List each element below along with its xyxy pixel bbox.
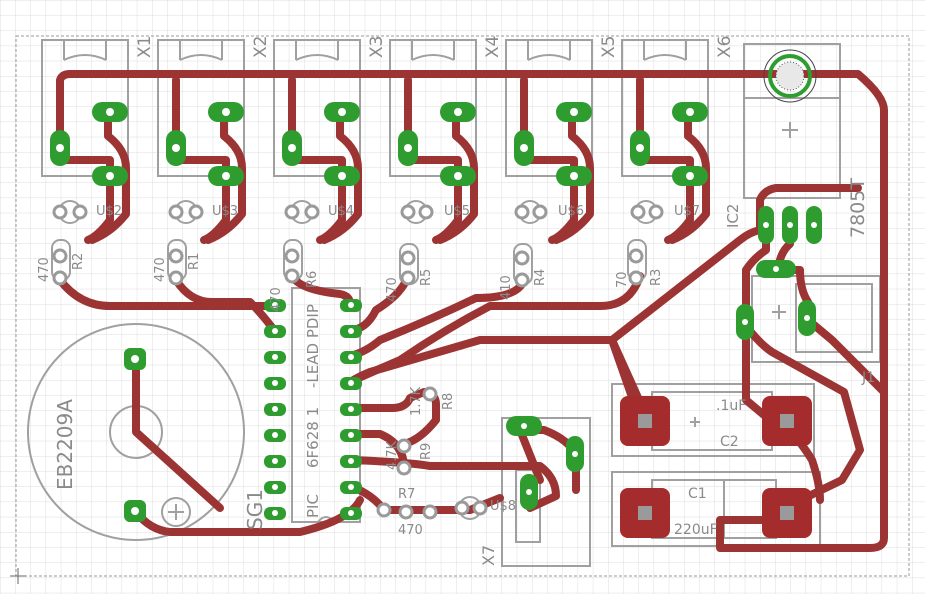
r9-value: 4.7K bbox=[385, 440, 400, 470]
mounting-hole bbox=[763, 49, 817, 103]
c2-name: C2 bbox=[720, 434, 739, 450]
c1-name: C1 bbox=[688, 486, 707, 502]
r7-value: 470 bbox=[398, 523, 423, 538]
r9-name: R9 bbox=[419, 443, 434, 460]
switch-outline bbox=[501, 417, 591, 567]
r7-name: R7 bbox=[398, 487, 415, 502]
label-led-u2: U$2 bbox=[96, 204, 122, 219]
buzzer-name: SG1 bbox=[243, 489, 267, 530]
origin-cross bbox=[10, 568, 26, 584]
drill-holes bbox=[56, 108, 817, 516]
label-x6: X6 bbox=[715, 36, 735, 58]
traces bbox=[56, 70, 888, 552]
ic-prefix: PIC bbox=[304, 494, 322, 518]
r5-value: 470 bbox=[385, 277, 400, 302]
label-led-u4: U$4 bbox=[328, 204, 354, 219]
ic-part: 6F628 1 bbox=[304, 407, 322, 468]
jack-label: J1 bbox=[861, 370, 875, 386]
label-led-u6: U$6 bbox=[558, 204, 584, 219]
label-led-u8: U$8 bbox=[490, 499, 516, 514]
r8-value: 1.7K bbox=[409, 386, 424, 416]
buzzer-outline bbox=[27, 323, 245, 541]
label-x3: X3 bbox=[367, 36, 387, 58]
regulator-ref: IC2 bbox=[724, 204, 742, 228]
r6-name: R6 bbox=[305, 271, 320, 288]
r3-value: 70 bbox=[615, 271, 630, 288]
c2-value: .1uF bbox=[716, 398, 746, 414]
board-edge bbox=[15, 35, 910, 577]
label-x4: X4 bbox=[483, 36, 503, 58]
ic-outline bbox=[291, 287, 361, 523]
regulator-label: 7805T bbox=[847, 178, 869, 238]
smd-centers bbox=[638, 414, 794, 520]
r4-value: 410 bbox=[499, 275, 514, 300]
r5-name: R5 bbox=[419, 269, 434, 286]
switch-name: X7 bbox=[479, 545, 498, 566]
buzzer-part: EB2209A bbox=[53, 399, 77, 490]
ic-package: -LEAD PDIP bbox=[304, 304, 322, 388]
label-x2: X2 bbox=[251, 36, 271, 58]
r2-name: R2 bbox=[71, 253, 86, 270]
r3-name: R3 bbox=[649, 269, 664, 286]
r8-name: R8 bbox=[441, 393, 456, 410]
label-led-u5: U$5 bbox=[444, 204, 470, 219]
small-pads bbox=[52, 204, 664, 520]
r4-name: R4 bbox=[533, 269, 548, 286]
c1-value: 220uF bbox=[674, 522, 718, 538]
labels: X1 X2 X3 X4 X5 X6 U$2 U$3 U$4 U$5 U$6 U$… bbox=[37, 36, 875, 566]
label-x1: X1 bbox=[135, 36, 155, 58]
ic-pins bbox=[264, 299, 362, 520]
r2-value: 470 bbox=[37, 257, 52, 282]
r6-value: 470 bbox=[269, 287, 284, 312]
label-x5: X5 bbox=[599, 36, 619, 58]
label-led-u7: U$7 bbox=[674, 204, 700, 219]
r1-name: R1 bbox=[187, 253, 202, 270]
label-led-u3: U$3 bbox=[212, 204, 238, 219]
r1-value: 470 bbox=[153, 257, 168, 282]
